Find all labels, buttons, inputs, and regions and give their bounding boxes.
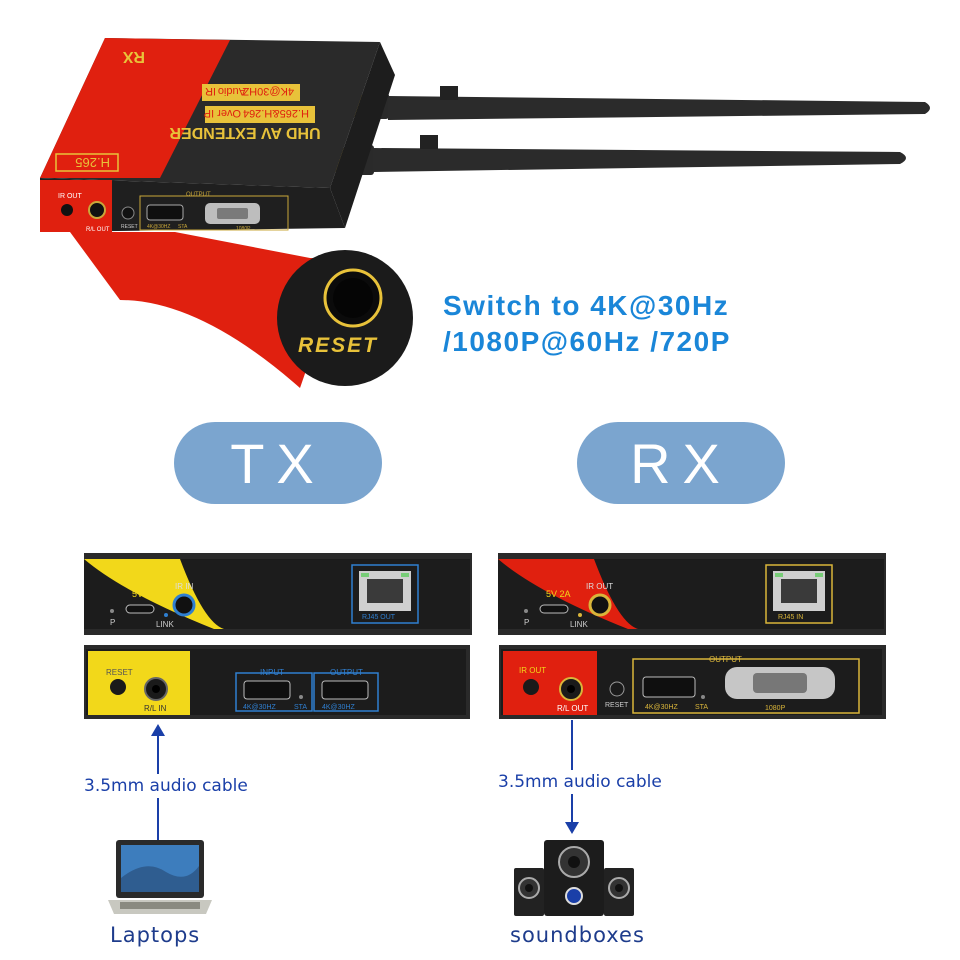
tx-pill: TX [174,422,382,504]
reset-zoom-label: RESET [298,334,378,357]
feature-audio: Audio [218,85,246,97]
top-rl-out-port [88,201,106,219]
rx-pill: RX [577,422,785,504]
feature-over-ip: Over IP [204,107,241,119]
tx-sta-label: STA [294,704,307,711]
rx-rear-panel: 5V 2A P IR OUT LINK RJ45 IN [498,553,886,635]
rx-device-label: soundboxes [510,923,645,947]
tx-reset-port [110,679,126,695]
tx-ir-in-port [172,593,196,617]
tx-input-label: INPUT [260,668,284,677]
tx-reset-label: RESET [106,668,133,677]
top-sta-label: STA [178,224,188,230]
tx-input-4k-label: 4K@30HZ [243,704,277,711]
antenna-upper [345,86,930,120]
feature-codec: H.265&H.264 [243,107,309,119]
antenna-lower [330,135,906,175]
rx-usb-c-port [539,604,569,614]
rx-output-label: OUTPUT [709,655,742,664]
top-ir-out-port [61,204,73,216]
device-front-face [40,178,345,232]
top-rl-out-label: R/L OUT [86,227,110,233]
rx-ir-out-front-port [523,679,539,695]
rx-hdmi-output-port [642,676,696,698]
tx-hdmi-input-port [243,680,291,700]
tx-output-4k-label: 4K@30HZ [322,704,356,711]
tx-power-label: 5V 2A [132,589,157,599]
tx-ir-in-label: IR IN [175,582,193,591]
tx-output-label: OUTPUT [330,668,363,677]
tx-p-label: P [110,618,115,627]
tx-device-label: Laptops [110,923,201,947]
rx-link-label: LINK [570,620,588,629]
feature-4k: 4K@30HZ [242,85,294,97]
top-hdmi-port [146,204,184,221]
rx-extender-product-image: UHD AV EXTENDER RX 4K@30HZ Audio IR H.26… [40,38,930,388]
rx-reset-port [609,681,625,697]
device-badge: H.265 [75,155,110,170]
rx-ir-out-front-label: IR OUT [519,666,546,675]
rx-rj45-label: RJ45 IN [778,614,803,621]
tx-hdmi-output-port [321,680,369,700]
tx-rl-in-label: R/L IN [144,704,167,713]
rx-reset-label: RESET [605,702,629,709]
top-output-frame [139,195,289,231]
headline-line-1: Switch to 4K@30Hz [443,290,730,321]
top-output-label: OUTPUT [186,192,211,198]
top-1080p-label: 1080P [236,226,251,232]
rx-front-panel: IR OUT R/L OUT RESET OUTPUT 4K@30HZ STA … [499,645,886,719]
tx-cable-label: 3.5mm audio cable [82,774,250,798]
rx-ir-out-label: IR OUT [586,582,613,591]
feature-ir: IR [205,85,216,97]
top-reset-port [121,206,135,220]
device-model: RX [122,48,145,65]
rx-power-label: 5V 2A [546,589,571,599]
rx-1080p-label: 1080P [765,705,786,712]
rx-sta-label: STA [695,704,708,711]
speaker-icon [514,840,634,916]
rx-p-label: P [524,618,529,627]
tx-rear-panel: 5V 2A P IR IN LINK RJ45 OUT [84,553,472,635]
tx-front-panel: RESET R/L IN INPUT 4K@30HZ STA OUTPUT 4K… [84,645,470,719]
tx-usb-c-port [125,604,155,614]
tx-link-label: LINK [156,620,174,629]
zoom-beam [70,232,345,388]
rx-4k-label: 4K@30HZ [645,704,679,711]
top-ir-out-label: IR OUT [58,193,82,200]
top-4k-label: 4K@30HZ [147,224,170,230]
up-arrow-icon [151,724,165,736]
top-reset-label: RESET [121,224,138,230]
rx-cable-label: 3.5mm audio cable [496,770,664,794]
down-arrow-icon [565,822,579,834]
tx-rj45-label: RJ45 OUT [362,614,396,621]
rx-ir-out-port [588,593,612,617]
device-title: UHD AV EXTENDER [169,124,321,141]
laptop-icon [108,840,212,914]
headline-line-2: /1080P@60Hz /720P [443,326,731,357]
rx-rl-out-label: R/L OUT [557,704,588,713]
reset-zoom: RESET [277,250,413,386]
